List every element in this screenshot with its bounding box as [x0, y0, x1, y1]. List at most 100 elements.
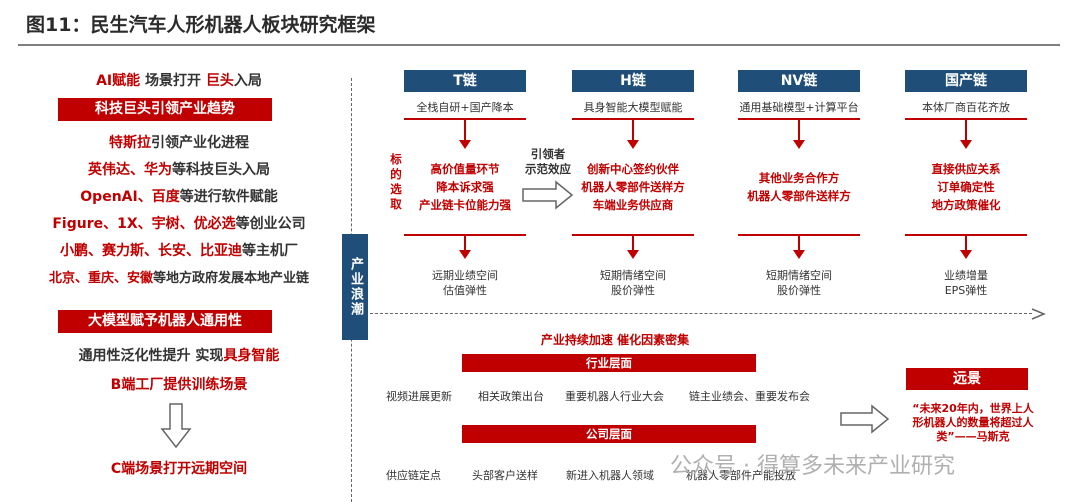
selection-label: 标的选取	[390, 152, 402, 211]
chain-domestic-items: 直接供应关系 订单确定性 地方政策催化	[871, 160, 1061, 214]
chain-t-top-line	[404, 118, 526, 120]
chain-domestic-top-line	[905, 118, 1027, 120]
chain-nv-items: 其他业务合作方 机器人零部件送样方	[704, 169, 894, 205]
company-item-4: 机器人零部件产能投放	[686, 469, 796, 482]
line-3-rest: 等进行软件赋能	[179, 189, 278, 205]
chain-h-item-3: 车端业务供应商	[592, 198, 674, 212]
left-line-generalize: 通用性泛化性提升 实现具身智能	[14, 345, 344, 365]
chain-t-result-2: 估值弹性	[443, 284, 487, 297]
chain-t-item-2: 降本诉求强	[436, 180, 494, 194]
chain-t-item-3: 产业链卡位能力强	[419, 198, 511, 212]
chain-nv-result-2: 股价弹性	[777, 284, 821, 297]
company-level-bar: 公司层面	[462, 425, 756, 443]
chain-h-mid-line	[572, 234, 694, 236]
enter-text: 入局	[233, 73, 262, 89]
vision-quote-line-2: 形机器人的数量将超过人	[912, 416, 1034, 429]
giants-text: 巨头	[205, 73, 234, 89]
line-6-rest: 等地方政府发展本地产业链	[153, 271, 310, 286]
chain-t-items: 高价值量环节 降本诉求强 产业链卡位能力强	[370, 160, 560, 214]
chain-domestic-result: 业绩增量 EPS弹性	[871, 268, 1061, 298]
scene-open-text: 场景打开	[145, 73, 206, 89]
line-1-highlight: 特斯拉	[109, 135, 151, 151]
industry-item-1: 视频进展更新	[386, 390, 452, 403]
chain-h-arrow-1-icon	[627, 140, 639, 149]
company-item-1: 供应链定点	[386, 469, 441, 482]
left-line-4: Figure、1X、宇树、优必选等创业公司	[14, 213, 344, 233]
chain-domestic-item-3: 地方政策催化	[931, 198, 1001, 212]
chain-sub-t: 全栈自研+国产降本	[416, 101, 514, 114]
left-line-2: 英伟达、华为等科技巨头入局	[14, 159, 344, 179]
vision-hollow-arrow-icon	[840, 404, 890, 434]
ai-empower-text: AI赋能	[96, 73, 146, 89]
page-title: 图11：民生汽车人形机器人板块研究框架	[26, 14, 376, 36]
chain-t-result: 远期业绩空间 估值弹性	[370, 268, 560, 298]
chain-domestic-arrow-1-icon	[960, 140, 972, 149]
section-tech-giants-bar: 科技巨头引领产业趋势	[58, 98, 272, 121]
left-line-6: 北京、重庆、安徽等地方政府发展本地产业链	[14, 267, 344, 286]
industry-item-4: 链主业绩会、重要发布会	[689, 390, 810, 403]
chain-domestic-stem-2	[965, 236, 967, 252]
vision-quote: “未来20年内，世界上人 形机器人的数量将超过人 类”——马斯克	[898, 402, 1048, 444]
line-1-rest: 引领产业化进程	[151, 135, 249, 151]
embodied-text: 具身智能	[223, 348, 280, 364]
left-top-line: AI赋能 场景打开 巨头入局	[14, 70, 344, 90]
catalyst-headline: 产业持续加速 催化因素密集	[540, 333, 690, 347]
chain-head-h: H链	[572, 70, 694, 92]
chain-nv-stem-1	[798, 120, 800, 142]
chain-domestic-stem-1	[965, 120, 967, 142]
chain-sub-nv: 通用基础模型+计算平台	[739, 101, 859, 114]
chain-sub-h: 具身智能大模型赋能	[583, 101, 683, 114]
horizontal-divider	[370, 313, 1032, 314]
chain-t-mid-line	[404, 234, 526, 236]
chain-head-nv: NV链	[738, 70, 860, 92]
chain-t-result-1: 远期业绩空间	[432, 269, 498, 282]
chain-h-items: 创新中心签约伙伴 机器人零部件送样方 车端业务供应商	[538, 160, 728, 214]
chain-nv-arrow-2-icon	[793, 250, 805, 259]
industry-wave-badge: 产业浪潮	[342, 234, 368, 340]
line-2-rest: 等科技巨头入局	[172, 162, 270, 178]
leader-label-line-2: 示范效应	[525, 162, 571, 176]
line-4-highlight: Figure、1X、宇树、优必选	[52, 216, 236, 232]
chain-h-item-1: 创新中心签约伙伴	[587, 162, 679, 176]
line-3-highlight: OpenAI、百度	[80, 189, 180, 205]
company-item-2: 头部客户送样	[472, 469, 538, 482]
line-2-highlight: 英伟达、华为	[88, 162, 172, 178]
divider-arrow-icon	[1031, 308, 1046, 320]
line-5-rest: 等主机厂	[242, 243, 298, 259]
watermark: 公众号 · 得算多未来产业研究	[670, 454, 955, 479]
chain-head-t: T链	[404, 70, 526, 92]
hollow-down-arrow-icon	[160, 403, 192, 449]
chain-h-top-line	[572, 118, 694, 120]
chain-t-item-1: 高价值量环节	[430, 162, 500, 176]
chain-nv-item-1: 其他业务合作方	[758, 171, 840, 185]
chain-nv-stem-2	[798, 236, 800, 252]
leader-label: 引领者 示范效应	[518, 147, 578, 177]
chain-t-arrow-1-icon	[459, 140, 471, 149]
chain-domestic-item-2: 订单确定性	[937, 180, 995, 194]
vision-bar: 远景	[906, 368, 1028, 390]
chain-h-item-2: 机器人零部件送样方	[581, 180, 685, 194]
industry-item-2: 相关政策出台	[478, 390, 544, 403]
industry-level-bar: 行业层面	[462, 354, 756, 372]
section-model-bar: 大模型赋予机器人通用性	[58, 310, 272, 333]
chain-t-stem-1	[464, 120, 466, 142]
chain-h-stem-1	[632, 120, 634, 142]
chain-domestic-result-1: 业绩增量	[944, 269, 988, 282]
chain-nv-mid-line	[738, 234, 860, 236]
title-divider	[18, 44, 1060, 46]
chain-domestic-arrow-2-icon	[960, 250, 972, 259]
hollow-right-arrow-icon	[522, 180, 574, 210]
line-6-highlight: 北京、重庆、安徽	[48, 271, 153, 286]
vision-quote-line-1: “未来20年内，世界上人	[912, 402, 1034, 415]
chain-t-stem-2	[464, 236, 466, 252]
chain-h-arrow-2-icon	[627, 250, 639, 259]
chain-domestic-mid-line	[905, 234, 1027, 236]
chain-domestic-result-2: EPS弹性	[944, 284, 988, 297]
chain-h-result: 短期情绪空间 股价弹性	[538, 268, 728, 298]
vision-quote-line-3: 类”——马斯克	[936, 430, 1010, 443]
left-line-b2b: B端工厂提供训练场景	[110, 377, 248, 393]
line-4-rest: 等创业公司	[235, 216, 306, 232]
chain-h-result-2: 股价弹性	[611, 284, 655, 297]
chain-nv-result: 短期情绪空间 股价弹性	[704, 268, 894, 298]
leader-label-line-1: 引领者	[530, 147, 566, 161]
